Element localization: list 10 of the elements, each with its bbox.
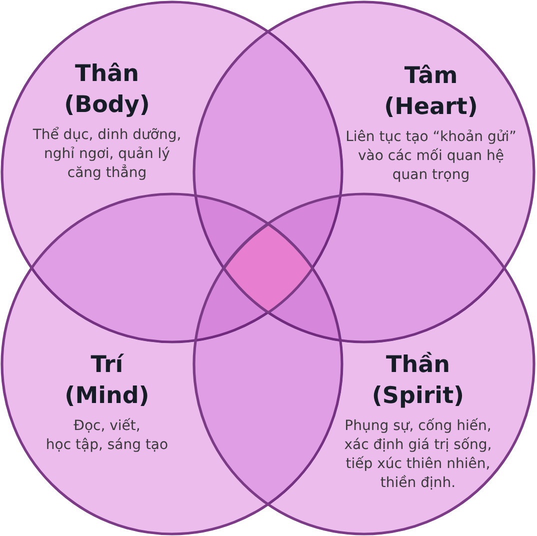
circle-description: Đọc, viết, học tập, sáng tạo: [46, 417, 168, 455]
circle-title: Thần (Spirit): [372, 350, 464, 411]
center-overlap-diamond: [222, 222, 314, 314]
circle-description: Phụng sự, cống hiến, xác định giá trị sống, tiếp xúc thiên nhiên, thiền định.: [344, 417, 492, 493]
circle-title: Thân (Body): [64, 60, 150, 120]
circle-description: Thể dục, dinh dưỡng, nghỉ ngơi, quản lý căng thẳng: [32, 126, 182, 183]
circle-title: Trí (Mind): [64, 351, 150, 411]
venn-circle: [192, 192, 536, 536]
circle-title: Tâm (Heart): [384, 62, 478, 122]
circle-description: Liên tục tạo “khoản gửi” vào các mối quan hệ quan trọng: [346, 128, 516, 185]
